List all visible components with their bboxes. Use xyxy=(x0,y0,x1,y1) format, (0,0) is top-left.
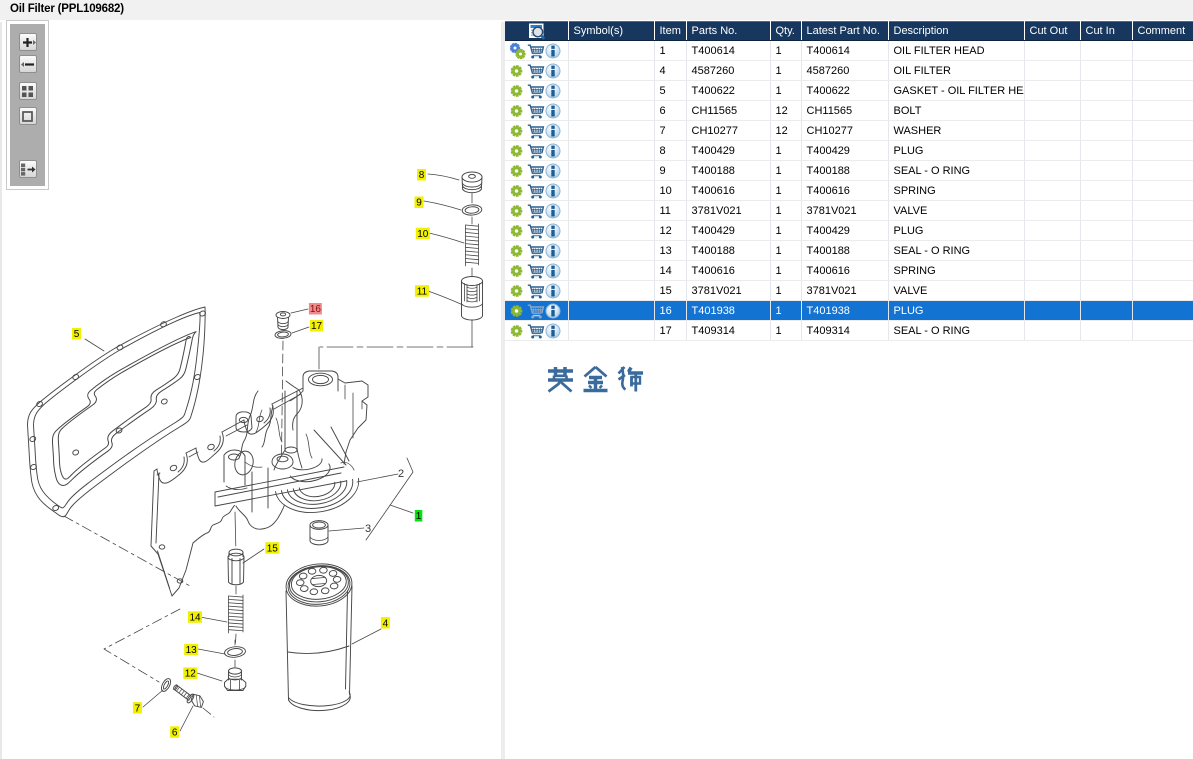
svg-text:12: 12 xyxy=(185,669,197,680)
svg-text:6: 6 xyxy=(172,728,178,739)
svg-text:13: 13 xyxy=(186,645,198,656)
svg-text:7: 7 xyxy=(135,703,141,714)
svg-text:9: 9 xyxy=(416,198,422,209)
svg-text:1: 1 xyxy=(416,511,422,522)
svg-text:14: 14 xyxy=(189,613,201,624)
svg-text:15: 15 xyxy=(267,543,279,554)
svg-text:17: 17 xyxy=(311,321,323,332)
svg-text:10: 10 xyxy=(417,229,429,240)
svg-text:2: 2 xyxy=(398,468,404,480)
svg-text:16: 16 xyxy=(310,304,322,315)
svg-text:5: 5 xyxy=(74,329,80,340)
svg-text:8: 8 xyxy=(419,170,425,181)
svg-text:4: 4 xyxy=(383,618,389,629)
svg-text:11: 11 xyxy=(417,286,428,297)
svg-text:3: 3 xyxy=(365,523,371,535)
